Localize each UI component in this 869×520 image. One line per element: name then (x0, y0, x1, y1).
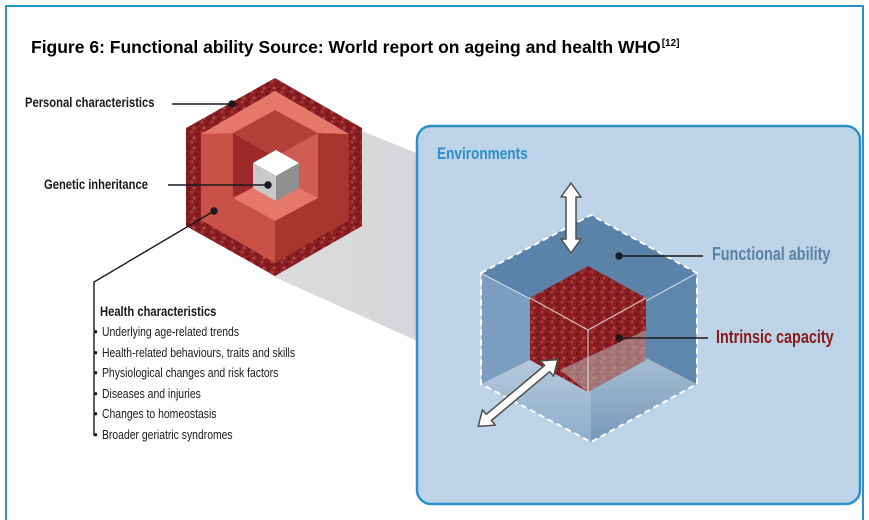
environments-label: Environments (437, 144, 550, 164)
intrinsic-capacity-cube (529, 266, 647, 392)
genetic-inheritance-cube (253, 150, 299, 201)
environments-text: Environments (437, 144, 528, 163)
list-item: •Underlying age-related trends (94, 324, 240, 339)
list-item-text: Changes to homeostasis (102, 406, 217, 421)
list-item-text: Broader geriatric syndromes (102, 426, 233, 442)
health-characteristics-title-text: Health characteristics (100, 303, 217, 319)
figure-title-text: Figure 6: Functional ability Source: Wor… (31, 37, 661, 57)
diagonal-double-arrow (477, 358, 559, 428)
genetic-inheritance-label: Genetic inheritance (44, 176, 174, 192)
list-item: •Health-related behaviours, traits and s… (94, 344, 296, 360)
list-item: •Physiological changes and risk factors (94, 365, 279, 380)
personal-characteristics-label: Personal characteristics (25, 94, 187, 110)
personal-characteristics-text: Personal characteristics (25, 94, 155, 110)
intrinsic-capacity-label: Intrinsic capacity (716, 327, 863, 348)
health-characteristics-leader (93, 210, 215, 436)
genetic-inheritance-text: Genetic inheritance (44, 176, 148, 192)
intrinsic-capacity-text: Intrinsic capacity (716, 327, 834, 347)
list-item: •Broader geriatric syndromes (94, 426, 233, 442)
functional-ability-text: Functional ability (712, 244, 831, 264)
list-item: •Diseases and injuries (94, 385, 201, 401)
list-item-text: Health-related behaviours, traits and sk… (102, 344, 296, 360)
figure-title: Figure 6: Functional ability Source: Wor… (31, 37, 680, 58)
health-characteristics-list: •Underlying age-related trends •Health-r… (94, 322, 345, 445)
health-characteristics-title: Health characteristics (100, 303, 345, 319)
vertical-double-arrow (560, 182, 582, 254)
figure-title-reference: [12] (661, 38, 680, 49)
list-item-text: Underlying age-related trends (102, 324, 240, 339)
list-item: •Changes to homeostasis (94, 406, 217, 421)
list-item-text: Physiological changes and risk factors (102, 365, 279, 380)
health-characteristics-block: Health characteristics •Underlying age-r… (94, 303, 345, 445)
functional-ability-label: Functional ability (712, 244, 860, 265)
list-item-text: Diseases and injuries (102, 385, 201, 401)
